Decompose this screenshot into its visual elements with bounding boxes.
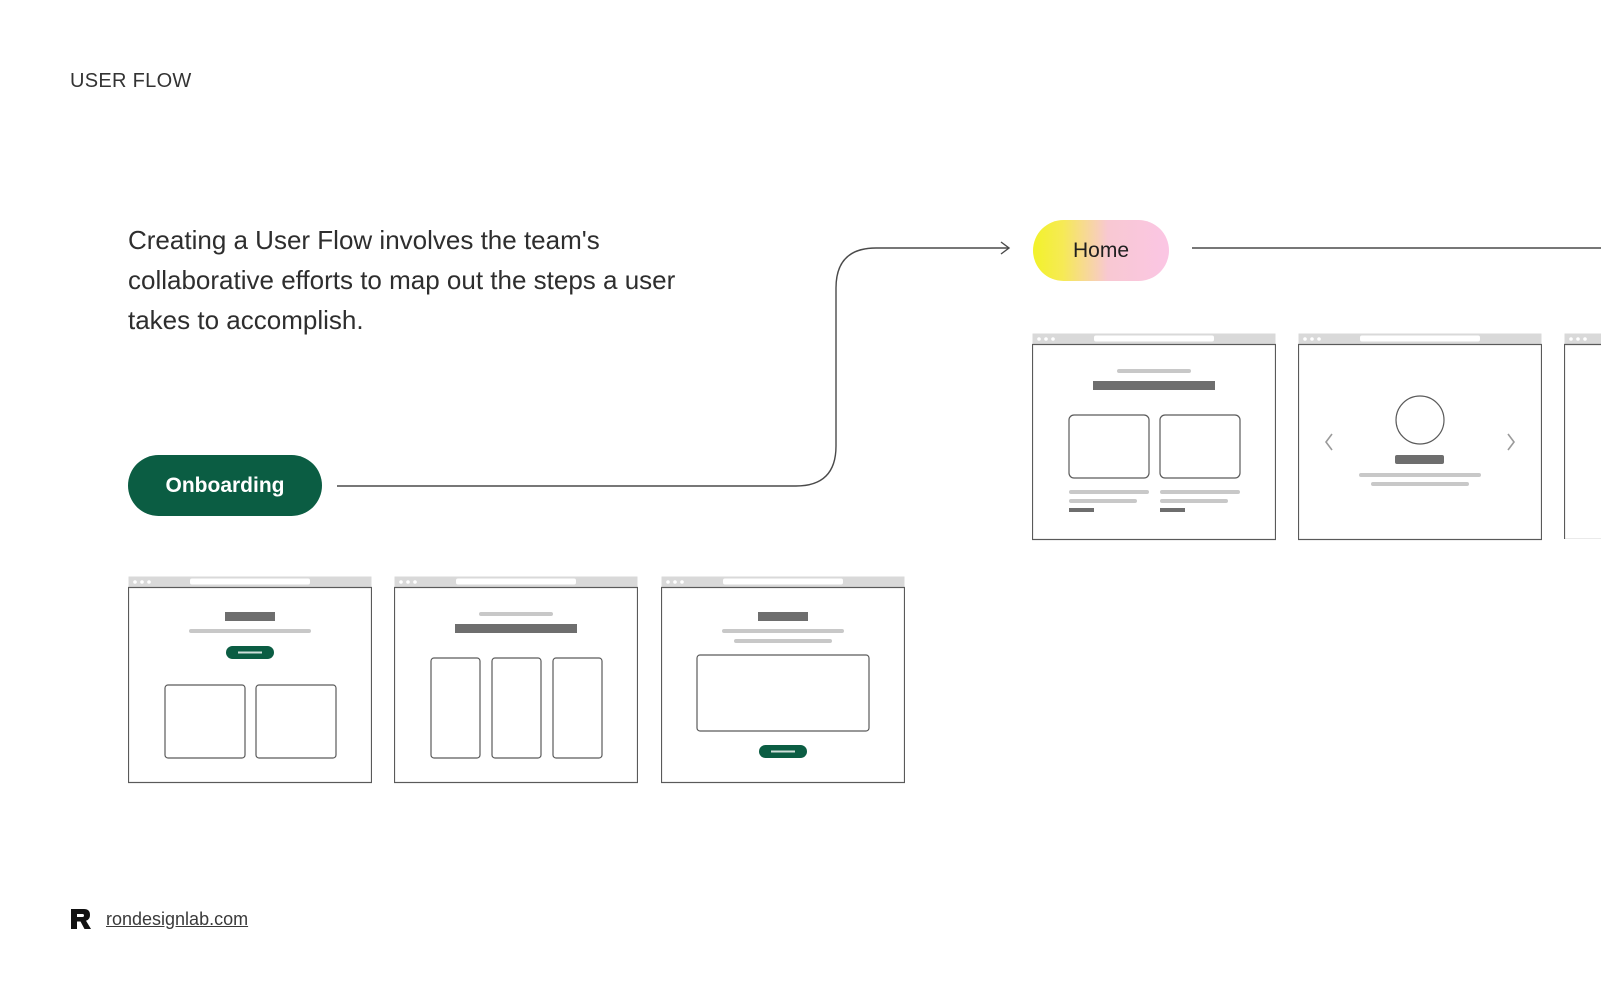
arrow-head-icon [1000,241,1011,255]
wireframe-home-3 [1564,333,1601,539]
footer-site-link[interactable]: rondesignlab.com [106,908,249,929]
wireframe-onboarding-2 [394,576,638,784]
intro-text: Creating a User Flow involves the team's… [128,225,676,335]
section-title: USER FLOW [70,70,192,92]
wireframe-onboarding-1 [128,576,372,784]
footer: rondesignlab.com [70,908,248,930]
wireframe-home-1 [1032,333,1276,541]
onboarding-pill[interactable]: Onboarding [128,455,322,516]
home-pill[interactable]: Home [1033,220,1169,281]
avatar-placeholder [1395,395,1445,445]
wireframe-home-2 [1298,333,1542,541]
chevron-left-icon [1325,433,1333,451]
logo-icon [71,909,91,929]
onboarding-to-home-connector [337,247,1008,487]
wireframe-onboarding-3 [661,576,905,784]
chevron-right-icon [1507,433,1515,451]
